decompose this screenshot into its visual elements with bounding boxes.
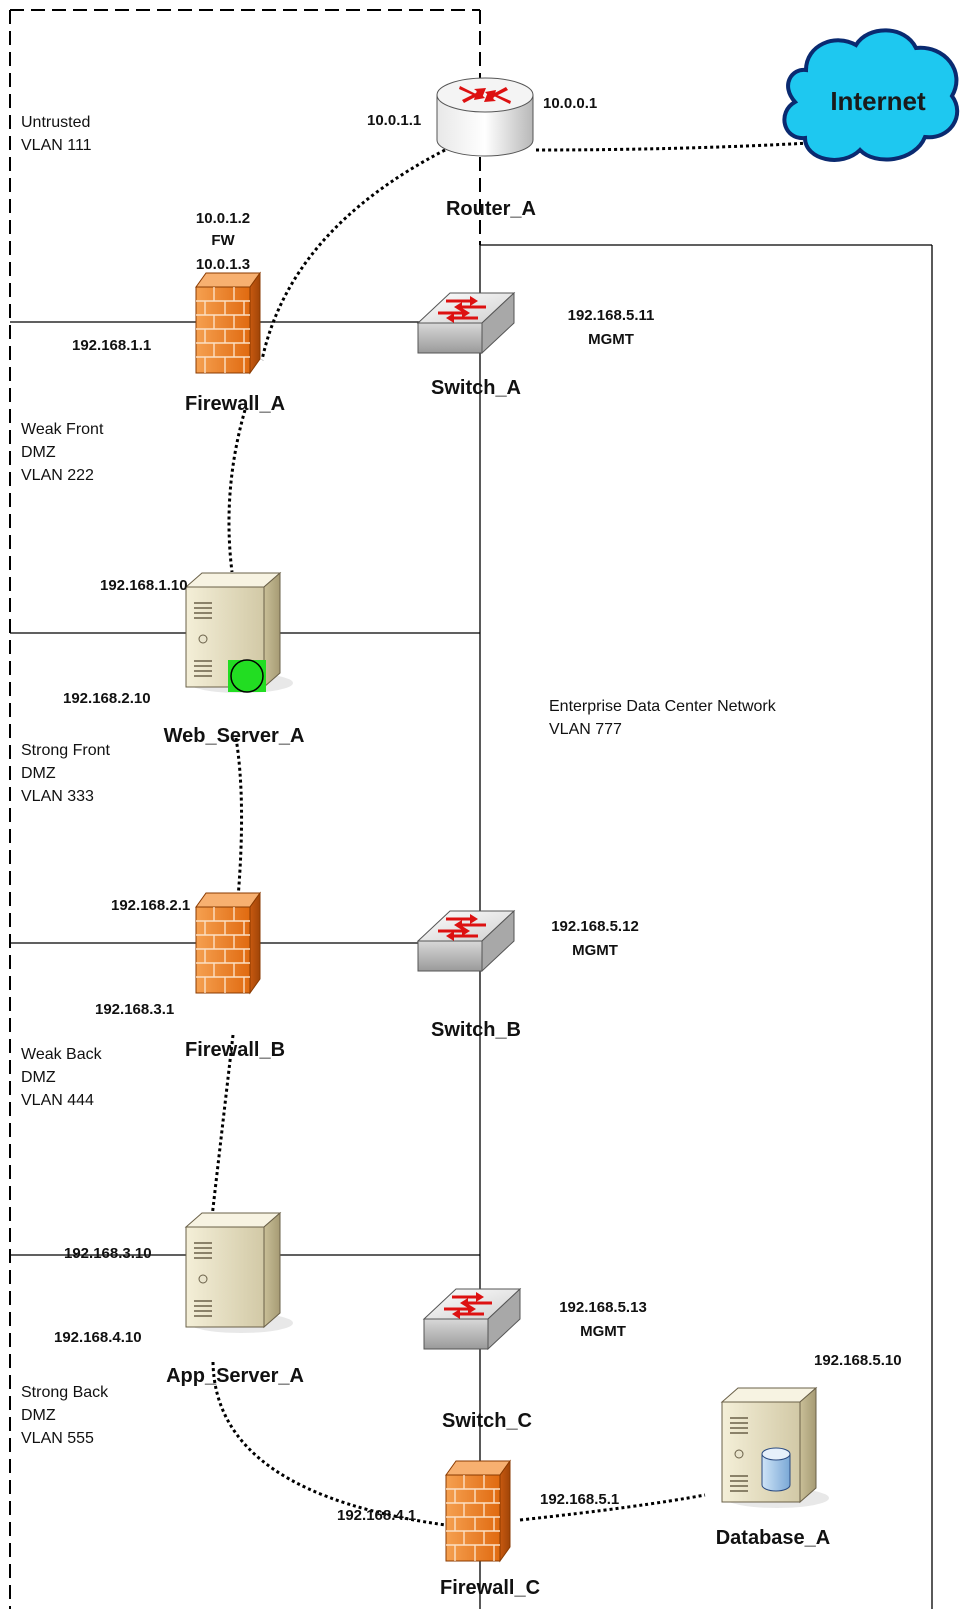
internet-label: Internet bbox=[830, 86, 925, 117]
switch-b-name: Switch_B bbox=[431, 1019, 521, 1042]
status-indicator-icon bbox=[228, 660, 266, 692]
firewall-c-name: Firewall_C bbox=[440, 1577, 540, 1600]
app-server-a-name: App_Server_A bbox=[166, 1365, 304, 1388]
firewall-a-ip-top1: 10.0.1.2 bbox=[183, 210, 263, 228]
switch-b-ip: 192.168.5.12 bbox=[535, 918, 655, 936]
database-a-name: Database_A bbox=[716, 1527, 831, 1550]
firewall-a-ip-left: 192.168.1.1 bbox=[72, 337, 151, 355]
switch-b-icon[interactable] bbox=[418, 911, 514, 971]
switch-a-ip: 192.168.5.11 bbox=[551, 307, 671, 325]
zone-label-enterprise: Enterprise Data Center Network VLAN 777 bbox=[549, 695, 776, 741]
router-a-icon[interactable] bbox=[437, 78, 533, 156]
web-server-a-ip-bottom: 192.168.2.10 bbox=[63, 690, 151, 708]
firewall-b-name: Firewall_B bbox=[185, 1039, 285, 1062]
link-firewall-b-app-server bbox=[212, 1035, 233, 1217]
router-a-ip-right: 10.0.0.1 bbox=[543, 95, 597, 113]
firewall-a-fw-label: FW bbox=[183, 232, 263, 250]
router-a-name: Router_A bbox=[446, 198, 536, 221]
firewall-b-ip-top: 192.168.2.1 bbox=[111, 897, 190, 915]
switch-c-ip: 192.168.5.13 bbox=[543, 1299, 663, 1317]
zone-boundaries bbox=[10, 10, 932, 1609]
app-server-a-ip-bottom: 192.168.4.10 bbox=[54, 1329, 142, 1347]
switch-a-mgmt: MGMT bbox=[551, 331, 671, 349]
firewall-b-ip-bottom: 192.168.3.1 bbox=[95, 1001, 174, 1019]
router-a-ip-left: 10.0.1.1 bbox=[367, 112, 421, 130]
web-server-a-name: Web_Server_A bbox=[164, 725, 305, 748]
zone-label-untrusted: Untrusted VLAN 111 bbox=[21, 111, 92, 157]
zone-label-strong-back: Strong Back DMZ VLAN 555 bbox=[21, 1381, 108, 1450]
switch-b-mgmt: MGMT bbox=[535, 942, 655, 960]
zone-label-weak-back: Weak Back DMZ VLAN 444 bbox=[21, 1043, 102, 1112]
switch-c-mgmt: MGMT bbox=[543, 1323, 663, 1341]
switch-a-icon[interactable] bbox=[418, 293, 514, 353]
app-server-a-ip-top: 192.168.3.10 bbox=[64, 1245, 152, 1263]
firewall-a-ip-top2: 10.0.1.3 bbox=[183, 256, 263, 274]
firewall-b-icon[interactable] bbox=[196, 893, 260, 993]
app-server-a-icon[interactable] bbox=[186, 1213, 293, 1333]
zone-label-weak-front: Weak Front DMZ VLAN 222 bbox=[21, 418, 103, 487]
zone-label-strong-front: Strong Front DMZ VLAN 333 bbox=[21, 739, 110, 808]
link-firewall-a-web-server bbox=[229, 410, 245, 572]
switch-a-name: Switch_A bbox=[431, 377, 521, 400]
switch-c-icon[interactable] bbox=[424, 1289, 520, 1349]
firewall-a-icon[interactable] bbox=[196, 273, 260, 373]
switch-c-name: Switch_C bbox=[442, 1410, 532, 1433]
database-cylinder-icon bbox=[762, 1448, 790, 1491]
firewall-c-ip-right: 192.168.5.1 bbox=[540, 1491, 619, 1509]
web-server-a-ip-top: 192.168.1.10 bbox=[100, 577, 188, 595]
firewall-c-ip-left: 192.168.4.1 bbox=[337, 1507, 416, 1525]
link-web-server-firewall-b bbox=[236, 738, 242, 898]
link-router-internet bbox=[536, 143, 810, 150]
firewall-c-icon[interactable] bbox=[446, 1461, 510, 1561]
database-a-ip: 192.168.5.10 bbox=[814, 1352, 902, 1370]
firewall-a-name: Firewall_A bbox=[185, 393, 285, 416]
